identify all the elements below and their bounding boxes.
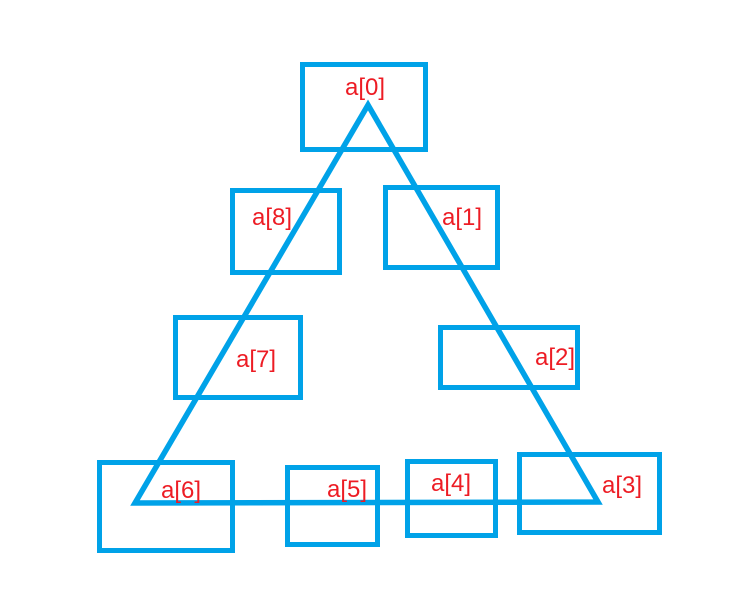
array-box-a2-label: a[2] [534,344,576,371]
array-box-a0: a[0] [300,62,428,152]
array-box-a5: a[5] [285,465,380,547]
array-box-a2: a[2] [438,325,580,390]
array-box-a7: a[7] [173,315,303,400]
array-box-a7-label: a[7] [235,346,277,373]
array-box-a4: a[4] [405,459,498,538]
array-box-a8-label: a[8] [251,204,293,231]
triangle-outline [130,99,603,506]
array-box-a3-label: a[3] [601,472,643,499]
array-box-a5-label: a[5] [326,476,368,503]
array-box-a4-label: a[4] [430,470,472,497]
array-box-a1-label: a[1] [441,204,483,231]
array-box-a8: a[8] [230,188,342,275]
array-box-a3: a[3] [517,452,662,535]
array-box-a1: a[1] [383,185,500,270]
array-box-a6-label: a[6] [160,477,202,504]
array-box-a6: a[6] [97,460,235,553]
array-box-a0-label: a[0] [344,74,386,101]
